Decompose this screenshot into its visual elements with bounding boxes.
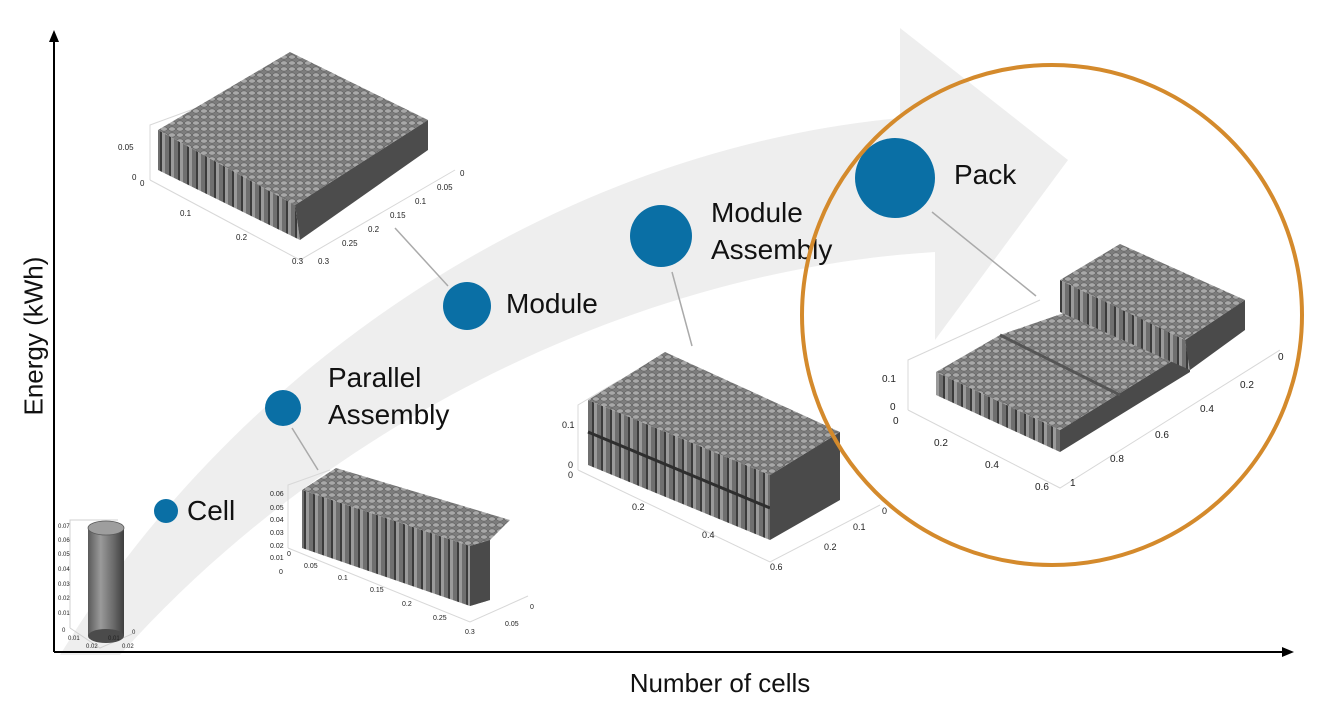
module-assembly-plot: 0.100 0.20.40.6 0.20.10 (562, 352, 887, 572)
tick-label: 0.01 (108, 636, 120, 642)
tick-label: 0.1 (882, 374, 896, 385)
pack-plot: 0.1 0 0 0.2 0.4 0.6 1 0.8 0.6 0.4 0.2 0 (882, 244, 1284, 493)
tick-label: 0.2 (934, 438, 948, 449)
tick-label: 0.6 (770, 562, 783, 572)
tick-label: 0.4 (985, 460, 999, 471)
tick-label: 0.02 (122, 644, 134, 650)
tick-label: 0.3 (292, 257, 304, 266)
leader-module (394, 227, 449, 287)
tick-label: 0 (140, 179, 145, 188)
x-axis-title: Number of cells (629, 668, 811, 698)
label-parallel-1: Parallel (328, 362, 421, 393)
tick-label: 0 (62, 628, 66, 634)
module-plot: 0.05 0 0 0.1 0.2 0.3 0.3 0.25 0.2 0.15 0.1 0.05… (118, 52, 465, 266)
tick-label: 0 (882, 506, 887, 516)
tick-label: 0.03 (270, 530, 284, 537)
parallel-plot: 0.06 0.05 0.04 0.03 0.02 0.01 0 0 0.05 0.1 0.15… (270, 468, 534, 636)
tick-label: 0 (568, 460, 573, 470)
tick-label: 0.2 (236, 233, 248, 242)
tick-label: 0.2 (824, 542, 837, 552)
tick-label: 0.04 (270, 517, 284, 524)
tick-label: 0.8 (1110, 454, 1124, 465)
progression-arrow (60, 28, 1068, 655)
tick-label: 0.04 (58, 567, 70, 573)
label-module-assembly-1: Module (711, 197, 803, 228)
tick-label: 0 (1278, 352, 1284, 363)
node-pack (855, 138, 935, 218)
tick-label: 0.01 (58, 611, 70, 617)
tick-label: 0.15 (370, 587, 384, 594)
tick-label: 0.4 (702, 530, 715, 540)
tick-label: 0 (568, 470, 573, 480)
leader-parallel (291, 427, 319, 471)
tick-label: 0.2 (368, 225, 380, 234)
tick-label: 0.2 (1240, 380, 1254, 391)
tick-label: 0.4 (1200, 404, 1214, 415)
tick-label: 0 (279, 569, 283, 576)
tick-label: 0.2 (632, 502, 645, 512)
tick-label: 0.6 (1035, 482, 1049, 493)
tick-label: 0.25 (342, 239, 358, 248)
tick-label: 0 (132, 630, 136, 636)
tick-label: 0.2 (402, 601, 412, 608)
tick-label: 0.05 (118, 143, 134, 152)
y-axis-title: Energy (kWh) (18, 256, 49, 416)
tick-label: 0.03 (58, 582, 70, 588)
tick-label: 0 (132, 173, 137, 182)
label-module: Module (506, 288, 598, 319)
tick-label: 0.1 (853, 522, 866, 532)
tick-label: 0.3 (318, 257, 330, 266)
tick-label: 0.1 (415, 197, 427, 206)
label-parallel-2: Assembly (328, 399, 449, 430)
tick-label: 0.05 (58, 552, 70, 558)
node-parallel (265, 390, 301, 426)
tick-label: 0.06 (58, 538, 70, 544)
tick-label: 0 (530, 604, 534, 611)
tick-label: 0.1 (338, 575, 348, 582)
tick-label: 1 (1070, 478, 1076, 489)
tick-label: 0.05 (270, 505, 284, 512)
tick-label: 0 (890, 402, 896, 413)
tick-label: 0 (287, 551, 291, 558)
node-module (443, 282, 491, 330)
tick-label: 0 (893, 416, 899, 427)
tick-label: 0.25 (433, 615, 447, 622)
tick-label: 0.06 (270, 491, 284, 498)
y-axis-arrowhead (49, 30, 59, 42)
tick-label: 0.1 (180, 209, 192, 218)
tick-label: 0.02 (58, 596, 70, 602)
node-cell (154, 499, 178, 523)
leader-module-assembly (671, 271, 693, 347)
tick-label: 0.01 (270, 555, 284, 562)
tick-label: 0.05 (304, 563, 318, 570)
tick-label: 0 (460, 169, 465, 178)
tick-label: 0.15 (390, 211, 406, 220)
tick-label: 0.05 (437, 183, 453, 192)
label-pack: Pack (954, 159, 1017, 190)
tick-label: 0.6 (1155, 430, 1169, 441)
label-cell: Cell (187, 495, 235, 526)
x-axis-arrowhead (1282, 647, 1294, 657)
leader-pack (931, 211, 1037, 297)
tick-label: 0.07 (58, 524, 70, 530)
tick-label: 0.05 (505, 621, 519, 628)
tick-label: 0.3 (465, 629, 475, 636)
tick-label: 0.1 (562, 420, 575, 430)
tick-label: 0.01 (68, 636, 80, 642)
tick-label: 0.02 (86, 644, 98, 650)
node-module-assembly (630, 205, 692, 267)
pack-highlight-ring (800, 63, 1304, 567)
tick-label: 0.02 (270, 543, 284, 550)
